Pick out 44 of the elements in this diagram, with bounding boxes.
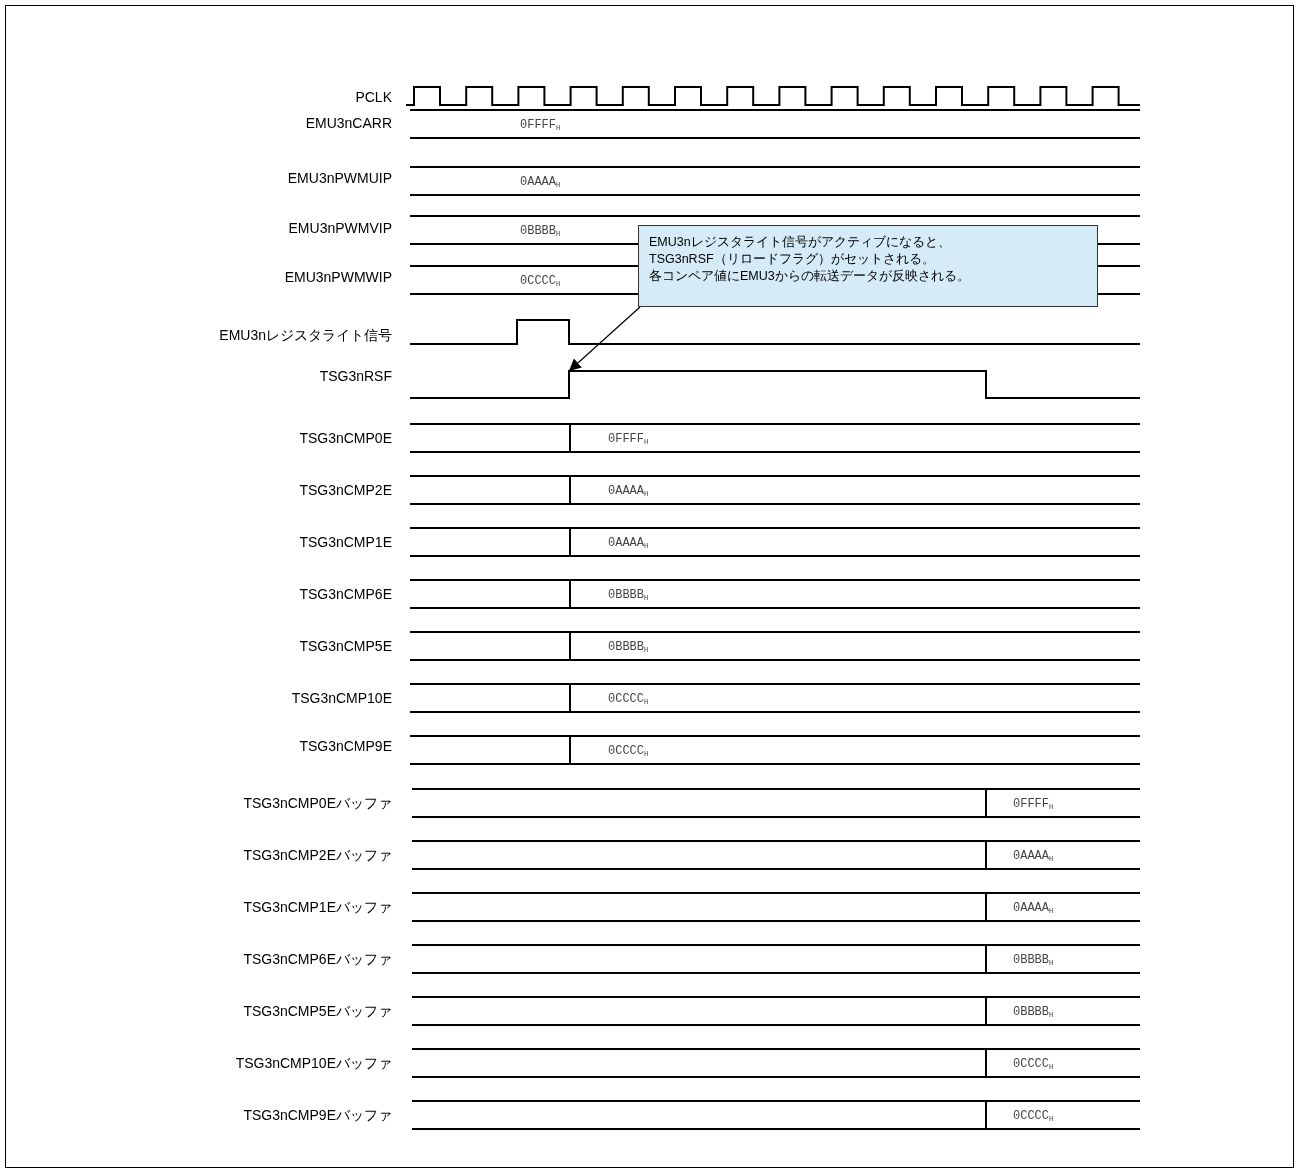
bus-value: 0BBBB$_{H}$ xyxy=(1013,953,1054,969)
bus-value: 0FFFF$_{H}$ xyxy=(1013,797,1054,813)
bus-value: 0AAAA$_{H}$ xyxy=(1013,901,1054,917)
signal-name: TSG3nCMP6E xyxy=(299,586,392,602)
signal-name: PCLK xyxy=(355,89,392,105)
bus-value: 0CCCC$_{H}$ xyxy=(608,692,649,708)
signal-name: EMU3nCARR xyxy=(305,115,392,131)
bus-value: 0AAAA$_{H}$ xyxy=(1013,849,1054,865)
callout-text: EMU3nレジスタライト信号がアクティブになると、TSG3nRSF（リロードフラグ）がセットされる。 xyxy=(649,234,952,268)
signal-name: TSG3nRSF xyxy=(319,368,392,384)
signal-name: EMU3nPWMUIP xyxy=(287,170,392,186)
bus-value: 0BBBB$_{H}$ xyxy=(608,588,649,604)
signal-name: TSG3nCMP5E xyxy=(299,638,392,654)
signal-waveform xyxy=(409,370,1141,399)
signal-name: EMU3nレジスタライト信号 xyxy=(219,327,392,343)
bus-value: 0BBBB$_{H}$ xyxy=(608,640,649,656)
signal-name: EMU3nPWMWIP xyxy=(284,269,392,285)
leader-arrow xyxy=(568,306,641,372)
signal-name: TSG3nCMP6Eバッファ xyxy=(243,951,392,967)
bus-value: 0AAAA$_{H}$ xyxy=(608,484,649,500)
bus-value: 0AAAA$_{H}$ xyxy=(608,536,649,552)
bus-value: 0BBBB$_{H}$ xyxy=(1013,1005,1054,1021)
signal-name: TSG3nCMP0E xyxy=(299,430,392,446)
signal-name: TSG3nCMP1Eバッファ xyxy=(243,899,392,915)
signal-name: EMU3nPWMVIP xyxy=(288,220,392,236)
signal-name: TSG3nCMP0Eバッファ xyxy=(243,795,392,811)
signal-name: TSG3nCMP9E xyxy=(299,738,392,754)
bus-value: 0FFFF$_{H}$ xyxy=(520,118,561,134)
signal-name: TSG3nCMP5Eバッファ xyxy=(243,1003,392,1019)
signal-name: TSG3nCMP10E xyxy=(291,690,392,706)
bus-value: 0BBBB$_{H}$ xyxy=(520,224,561,240)
signal-name: TSG3nCMP1E xyxy=(299,534,392,550)
signal-name: TSG3nCMP10Eバッファ xyxy=(235,1055,392,1071)
bus-value: 0CCCC$_{H}$ xyxy=(1013,1057,1054,1073)
bus-value: 0FFFF$_{H}$ xyxy=(608,432,649,448)
signal-name: TSG3nCMP2Eバッファ xyxy=(243,847,392,863)
bus-value: 0CCCC$_{H}$ xyxy=(520,274,561,290)
bus-value: 0AAAA$_{H}$ xyxy=(520,175,561,191)
signal-name: TSG3nCMP2E xyxy=(299,482,392,498)
bus-value: 0CCCC$_{H}$ xyxy=(608,744,649,760)
signal-name: TSG3nCMP9Eバッファ xyxy=(243,1107,392,1123)
bus-value: 0CCCC$_{H}$ xyxy=(1013,1109,1054,1125)
callout-text: 各コンペア値にEMU3からの転送データが反映される。 xyxy=(649,268,971,285)
callout-box xyxy=(638,225,1098,307)
